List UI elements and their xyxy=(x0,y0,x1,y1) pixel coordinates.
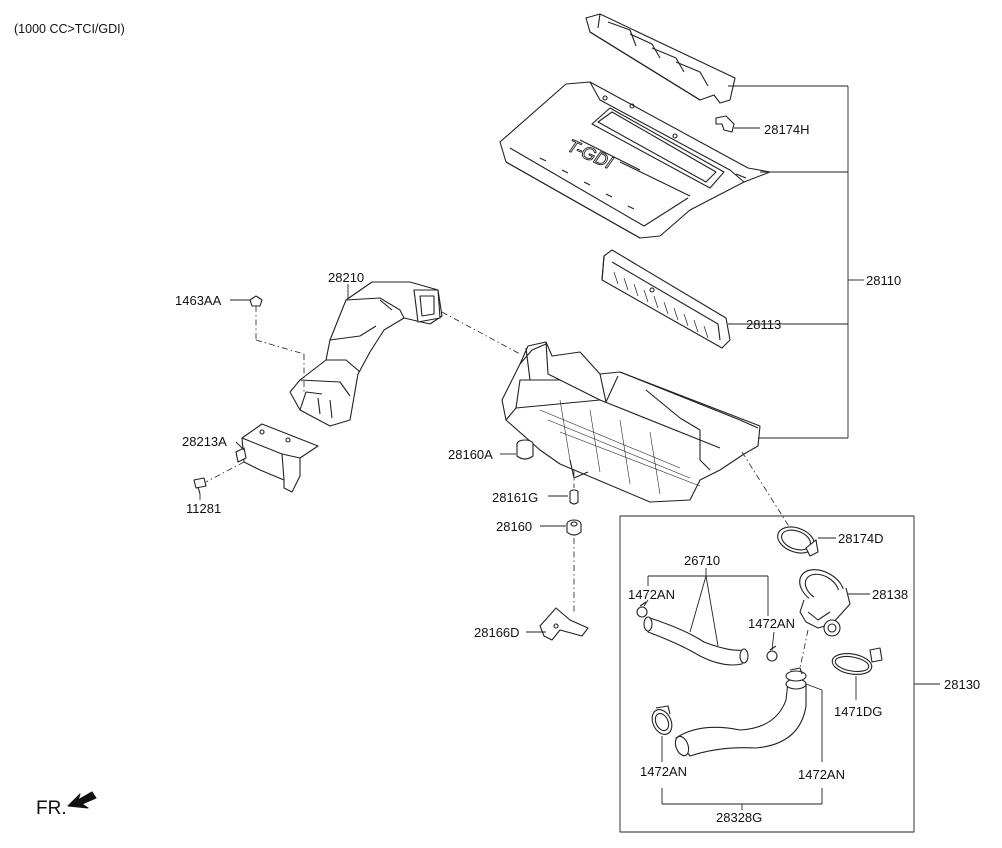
arrow-icon xyxy=(67,791,97,809)
hose-26710 xyxy=(643,616,749,666)
label-1472an-c: 1472AN xyxy=(640,764,687,779)
collar-28161g xyxy=(569,489,579,505)
label-28161g: 28161G xyxy=(492,490,539,505)
clamp-1472an-large-d xyxy=(785,667,807,682)
label-28110: 28110 xyxy=(866,273,902,288)
clamp-1472an-small-b xyxy=(766,645,778,662)
label-28174d: 28174D xyxy=(838,531,884,546)
clamp-28174d xyxy=(777,526,819,557)
insulator-28160 xyxy=(566,519,582,536)
label-28328g: 28328G xyxy=(716,810,763,825)
front-direction-label: FR. xyxy=(36,798,67,819)
label-1463aa: 1463AA xyxy=(175,293,222,308)
label-28210: 28210 xyxy=(328,270,365,285)
dashed-guides xyxy=(205,306,809,669)
bracket-28213a xyxy=(235,423,319,493)
clip-28174h xyxy=(715,115,735,133)
air-duct xyxy=(289,281,443,427)
label-28113: 28113 xyxy=(746,317,782,332)
label-28130: 28130 xyxy=(944,677,981,692)
clamp-1472an-large-c xyxy=(651,705,673,735)
callout-lines xyxy=(199,85,940,833)
air-cleaner-body xyxy=(501,341,761,503)
label-1472an-a: 1472AN xyxy=(628,587,675,602)
engine-spec-header: (1000 CC>TCI/GDI) xyxy=(14,22,125,36)
label-28174h: 28174H xyxy=(764,122,810,137)
grommet-28160a xyxy=(516,439,534,460)
label-28213a: 28213A xyxy=(182,434,227,449)
label-1471dg: 1471DG xyxy=(834,704,883,719)
label-28166d: 28166D xyxy=(474,625,520,640)
air-filter-element xyxy=(601,249,731,349)
bracket-28166d xyxy=(539,607,589,641)
hose-28328g xyxy=(674,678,807,757)
clamp-1472an-small-a xyxy=(636,601,648,618)
cover-top-piece xyxy=(585,13,736,104)
label-28160a: 28160A xyxy=(448,447,493,462)
label-1472an-d: 1472AN xyxy=(798,767,845,782)
label-28138: 28138 xyxy=(872,587,909,602)
label-26710: 26710 xyxy=(684,553,721,568)
component-28138 xyxy=(799,569,851,637)
label-11281: 11281 xyxy=(186,501,222,516)
label-1472an-b: 1472AN xyxy=(748,616,795,631)
bolt-11281 xyxy=(193,477,207,495)
clamp-1471dg xyxy=(831,647,883,675)
label-28160: 28160 xyxy=(496,519,533,534)
clip-1463aa xyxy=(249,295,263,307)
engine-cover: T-GDI xyxy=(499,81,771,239)
